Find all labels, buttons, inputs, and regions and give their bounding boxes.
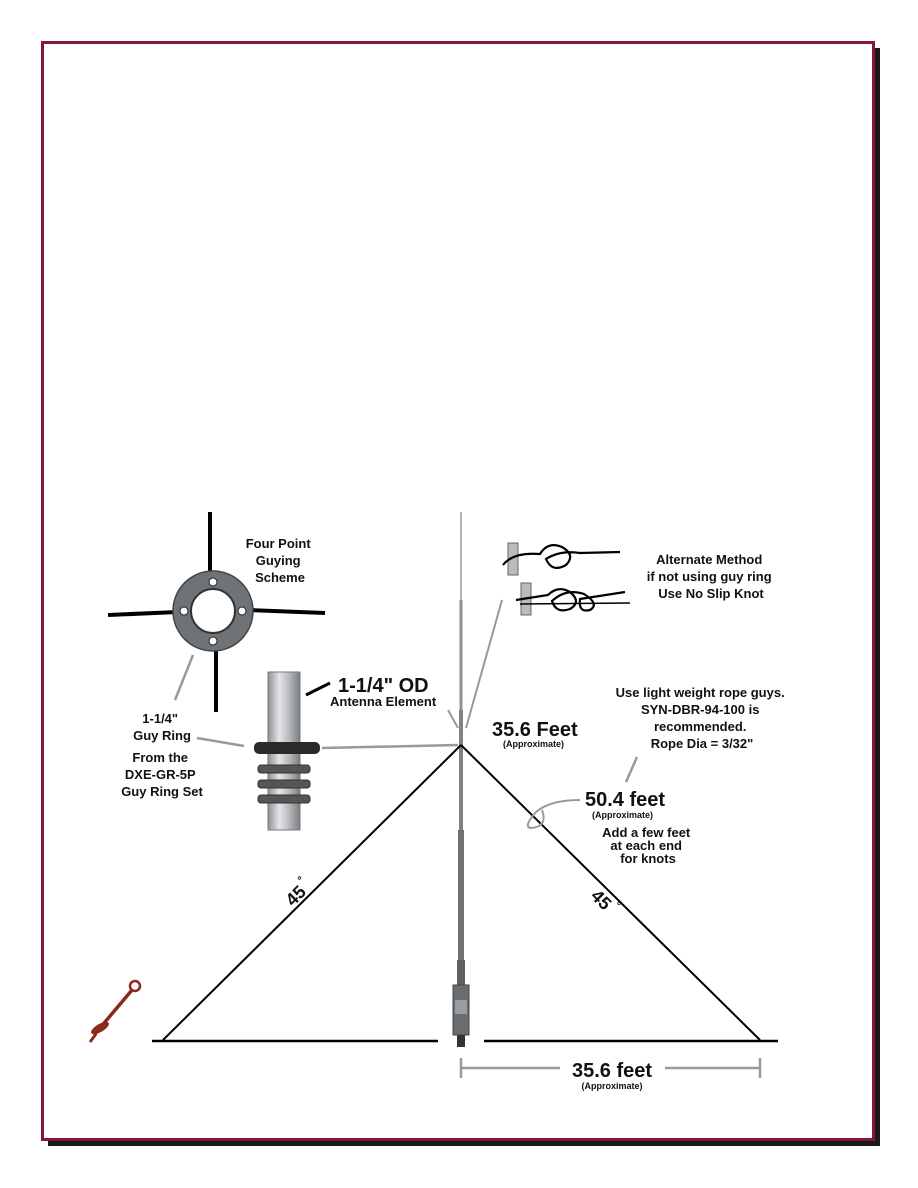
no-slip-knot-illustration <box>502 542 631 616</box>
rope-loop-leader <box>526 799 581 830</box>
guying-title-line: Scheme <box>255 570 305 585</box>
alternate-line: if not using guy ring <box>647 569 772 584</box>
rope-note-line: Use light weight rope guys. <box>616 685 785 700</box>
guy-length-approx-label: (Approximate) <box>592 810 653 820</box>
right-angle-value: 45 <box>587 886 615 914</box>
guy-length-label: 50.4 feet <box>585 789 665 811</box>
rope-note-leader <box>624 756 639 783</box>
antenna-element-closeup <box>254 671 459 831</box>
height-label: 35.6 Feet <box>492 719 578 741</box>
guy-ring-leader <box>196 736 245 748</box>
right-angle-unit: ° <box>611 900 623 912</box>
knot-allowance-line: for knots <box>620 851 676 866</box>
guy-ring-label-line: 1-1/4" <box>142 711 178 726</box>
rope-note-line: SYN-DBR-94-100 is <box>641 702 760 717</box>
knot-allowance-line: at each end <box>610 838 682 853</box>
element-od-label: 1-1/4" OD <box>338 675 429 697</box>
guy-ring-source-line: DXE-GR-5P <box>125 767 196 782</box>
ground-anchor-icon <box>88 979 142 1043</box>
rope-note: Use light weight rope guys. SYN-DBR-94-1… <box>616 685 789 751</box>
rope-note-line: Rope Dia = 3/32" <box>651 736 754 751</box>
guy-ring-source-line: Guy Ring Set <box>121 784 203 799</box>
guy-ring-top-view <box>107 512 326 712</box>
alternate-method-label: Alternate Method if not using guy ring U… <box>647 552 776 601</box>
height-leader <box>447 709 459 729</box>
guying-title-line: Guying <box>256 553 301 568</box>
height-approx-label: (Approximate) <box>503 739 564 749</box>
guy-ring-label: 1-1/4" Guy Ring <box>133 711 191 743</box>
left-angle-label: 45 ° <box>282 874 310 910</box>
alternate-line: Alternate Method <box>656 552 762 567</box>
knot-allowance-line: Add a few feet <box>602 825 691 840</box>
knot-leader <box>465 599 503 729</box>
left-angle-unit: ° <box>296 874 308 886</box>
knot-allowance-note: Add a few feet at each end for knots <box>602 825 694 866</box>
rope-note-line: recommended. <box>654 719 746 734</box>
right-guy-line <box>460 744 761 1041</box>
base-approx-label: (Approximate) <box>581 1081 642 1091</box>
base-dimension <box>459 1058 762 1078</box>
left-guy-line <box>162 744 462 1041</box>
guy-ring-label-line: Guy Ring <box>133 728 191 743</box>
base-length-label: 35.6 feet <box>572 1060 652 1082</box>
guying-title-line: Four Point <box>246 536 312 551</box>
left-angle-value: 45 <box>282 882 310 910</box>
guying-scheme-title: Four Point Guying Scheme <box>246 536 315 585</box>
alternate-line: Use No Slip Knot <box>658 586 764 601</box>
antenna-mast <box>452 512 470 1047</box>
guy-ring-source: From the DXE-GR-5P Guy Ring Set <box>121 750 203 799</box>
guy-ring-source-line: From the <box>132 750 188 765</box>
element-name-label: Antenna Element <box>330 694 437 709</box>
right-angle-label: 45 ° <box>587 886 623 914</box>
